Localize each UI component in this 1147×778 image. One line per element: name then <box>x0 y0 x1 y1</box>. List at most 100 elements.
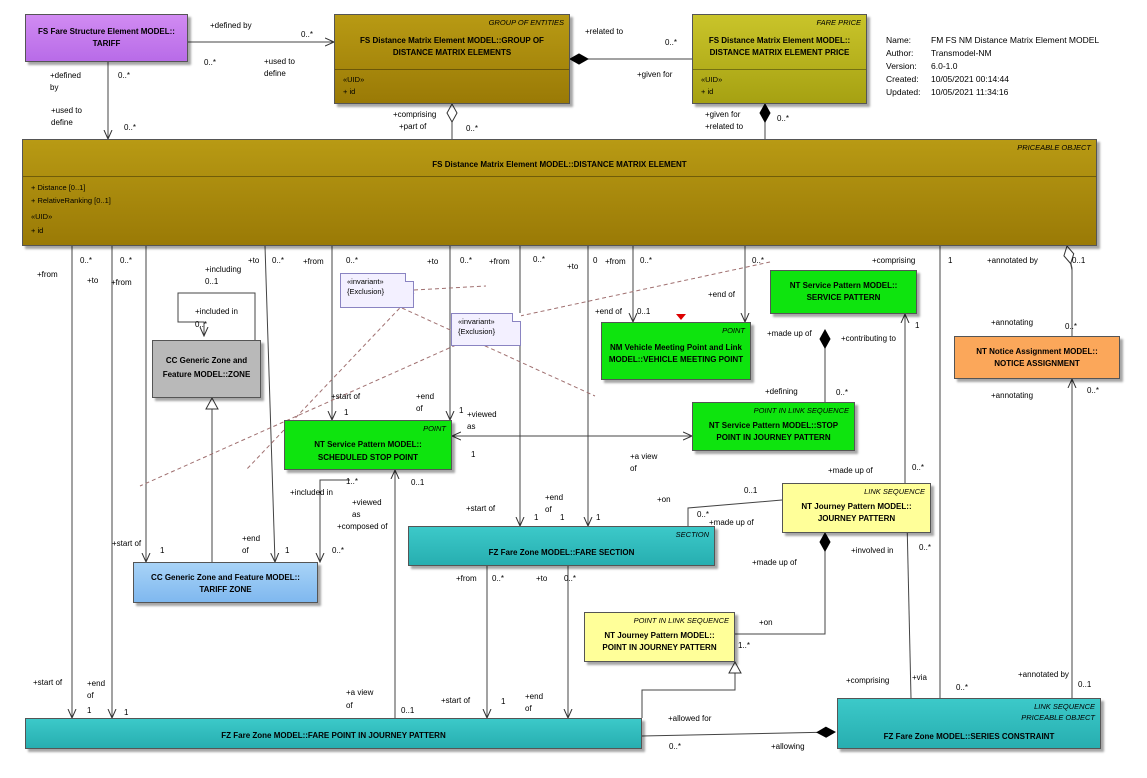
class-stop-point-in-journey-pattern[interactable]: POINT IN LINK SEQUENCE NT Service Patter… <box>692 402 855 451</box>
meta-author: Transmodel-NM <box>931 48 992 58</box>
association-label: +via <box>912 673 927 682</box>
association-label: +from <box>489 257 510 266</box>
class-series-constraint[interactable]: LINK SEQUENCE PRICEABLE OBJECT FZ Fare Z… <box>837 698 1101 749</box>
association-label: +used to <box>51 106 82 115</box>
association-label: +included in <box>195 307 238 316</box>
class-scheduled-stop-point[interactable]: POINT NT Service Pattern MODEL:: SCHEDUL… <box>284 420 452 470</box>
association-label: +end <box>87 679 106 688</box>
class-title: NT Service Pattern MODEL::STOP <box>708 421 839 430</box>
stereotype: POINT <box>722 326 745 335</box>
class-title: SERVICE PATTERN <box>806 293 881 302</box>
association-label: +composed of <box>337 522 388 531</box>
class-title: FS Distance Matrix Element MODEL:: <box>708 36 851 45</box>
class-title: NT Service Pattern MODEL:: <box>314 440 422 449</box>
stereotype: POINT IN LINK SEQUENCE <box>753 406 849 415</box>
association-label: +from <box>303 257 324 266</box>
association-label: define <box>51 118 73 127</box>
association-label: +allowed for <box>668 714 712 723</box>
class-journey-pattern[interactable]: LINK SEQUENCE NT Journey Pattern MODEL::… <box>782 483 931 533</box>
class-distance-matrix-element[interactable]: PRICEABLE OBJECT FS Distance Matrix Elem… <box>22 139 1097 246</box>
class-tariff[interactable]: FS Fare Structure Element MODEL:: TARIFF <box>25 14 188 62</box>
association-label: 1 <box>596 513 601 522</box>
association-label: +comprising <box>872 256 916 265</box>
class-zone[interactable]: CC Generic Zone and Feature MODEL::ZONE <box>152 340 261 398</box>
class-title: NT Notice Assignment MODEL:: <box>976 347 1098 356</box>
class-title: CC Generic Zone and Feature MODEL:: <box>151 573 300 582</box>
association-label: +defined <box>50 71 81 80</box>
class-point-in-journey-pattern[interactable]: POINT IN LINK SEQUENCE NT Journey Patter… <box>584 612 735 662</box>
association-label: 0..1 <box>637 307 651 316</box>
association-label: 0..* <box>466 124 479 133</box>
note-text: {Exclusion} <box>347 287 385 296</box>
association-label: as <box>467 422 476 431</box>
class-title: JOURNEY PATTERN <box>817 514 896 523</box>
invariant-note-2[interactable]: «invariant» {Exclusion} <box>451 313 521 346</box>
stereotype: LINK SEQUENCE <box>864 487 925 496</box>
association-label: 0..1 <box>744 486 758 495</box>
association-label: 0..1 <box>205 277 219 286</box>
uid-label: «UID» <box>343 75 365 84</box>
association-label: of <box>87 691 94 700</box>
class-fare-point-in-journey-pattern[interactable]: FZ Fare Zone MODEL::FARE POINT IN JOURNE… <box>25 718 642 749</box>
association-label: +given for <box>705 110 741 119</box>
stereotype: FARE PRICE <box>816 18 861 27</box>
class-title: FS Distance Matrix Element MODEL::DISTAN… <box>432 160 687 169</box>
association-label: 1 <box>560 513 565 522</box>
association-label: +annotated by <box>987 256 1038 265</box>
association-label: of <box>416 404 423 413</box>
class-title: FS Distance Matrix Element MODEL::GROUP … <box>360 36 544 45</box>
class-title: NT Journey Pattern MODEL:: <box>604 631 715 640</box>
uid-label: «UID» <box>31 212 53 221</box>
class-title: POINT IN JOURNEY PATTERN <box>602 643 717 652</box>
class-title: NT Journey Pattern MODEL:: <box>801 502 912 511</box>
association-label: 0..* <box>956 683 969 692</box>
association-label: +end of <box>708 290 735 299</box>
class-tariff-zone[interactable]: CC Generic Zone and Feature MODEL:: TARI… <box>133 562 318 603</box>
association-label: +annotating <box>991 391 1034 400</box>
association-label: 0..* <box>912 463 925 472</box>
error-indicator-icon <box>676 314 686 320</box>
association-label: 0..* <box>492 574 505 583</box>
association-label: 0..* <box>669 742 682 751</box>
class-service-pattern[interactable]: NT Service Pattern MODEL:: SERVICE PATTE… <box>770 270 917 314</box>
class-fare-section[interactable]: SECTION FZ Fare Zone MODEL::FARE SECTION <box>408 526 715 566</box>
class-vehicle-meeting-point[interactable]: POINT NM Vehicle Meeting Point and Link … <box>601 322 751 380</box>
association-label: +comprising <box>393 110 437 119</box>
invariant-note-1[interactable]: «invariant» {Exclusion} <box>340 273 414 308</box>
association-label: 1 <box>915 321 920 330</box>
association-label: +start of <box>112 539 142 548</box>
association-label: 0..* <box>120 256 133 265</box>
association-label: 1 <box>344 408 349 417</box>
association-label: +part of <box>399 122 427 131</box>
association-label: 0 <box>593 256 598 265</box>
association-label: as <box>352 510 361 519</box>
association-label: 0..1 <box>1072 256 1086 265</box>
association-label: +a view <box>630 452 658 461</box>
class-title: Feature MODEL::ZONE <box>162 370 251 379</box>
association-label: +to <box>427 257 439 266</box>
association-label: +used to <box>264 57 295 66</box>
class-group-of-dme[interactable]: GROUP OF ENTITIES FS Distance Matrix Ele… <box>334 14 570 104</box>
association-label: 0..* <box>564 574 577 583</box>
attr-distance: + Distance [0..1] <box>31 183 86 192</box>
stereotype: LINK SEQUENCE <box>1034 702 1095 711</box>
class-title: NOTICE ASSIGNMENT <box>994 359 1080 368</box>
class-title: MODEL::VEHICLE MEETING POINT <box>608 355 744 364</box>
class-title: NM Vehicle Meeting Point and Link <box>609 343 742 352</box>
association-label: +made up of <box>828 466 873 475</box>
association-label: +to <box>248 256 260 265</box>
stereotype: GROUP OF ENTITIES <box>488 18 564 27</box>
stereotype: PRICEABLE OBJECT <box>1021 713 1095 722</box>
association-label: 1 <box>285 546 290 555</box>
association-label: +end <box>545 493 564 502</box>
association-label: 1 <box>534 513 539 522</box>
meta-created: 10/05/2021 00:14:44 <box>931 74 1009 84</box>
class-notice-assignment[interactable]: NT Notice Assignment MODEL:: NOTICE ASSI… <box>954 336 1120 379</box>
association-label: +comprising <box>846 676 890 685</box>
association-label: of <box>525 704 532 713</box>
meta-key: Updated: <box>886 87 921 97</box>
association-label: +involved in <box>851 546 894 555</box>
class-dme-price[interactable]: FARE PRICE FS Distance Matrix Element MO… <box>692 14 867 104</box>
association-label: of <box>346 701 353 710</box>
